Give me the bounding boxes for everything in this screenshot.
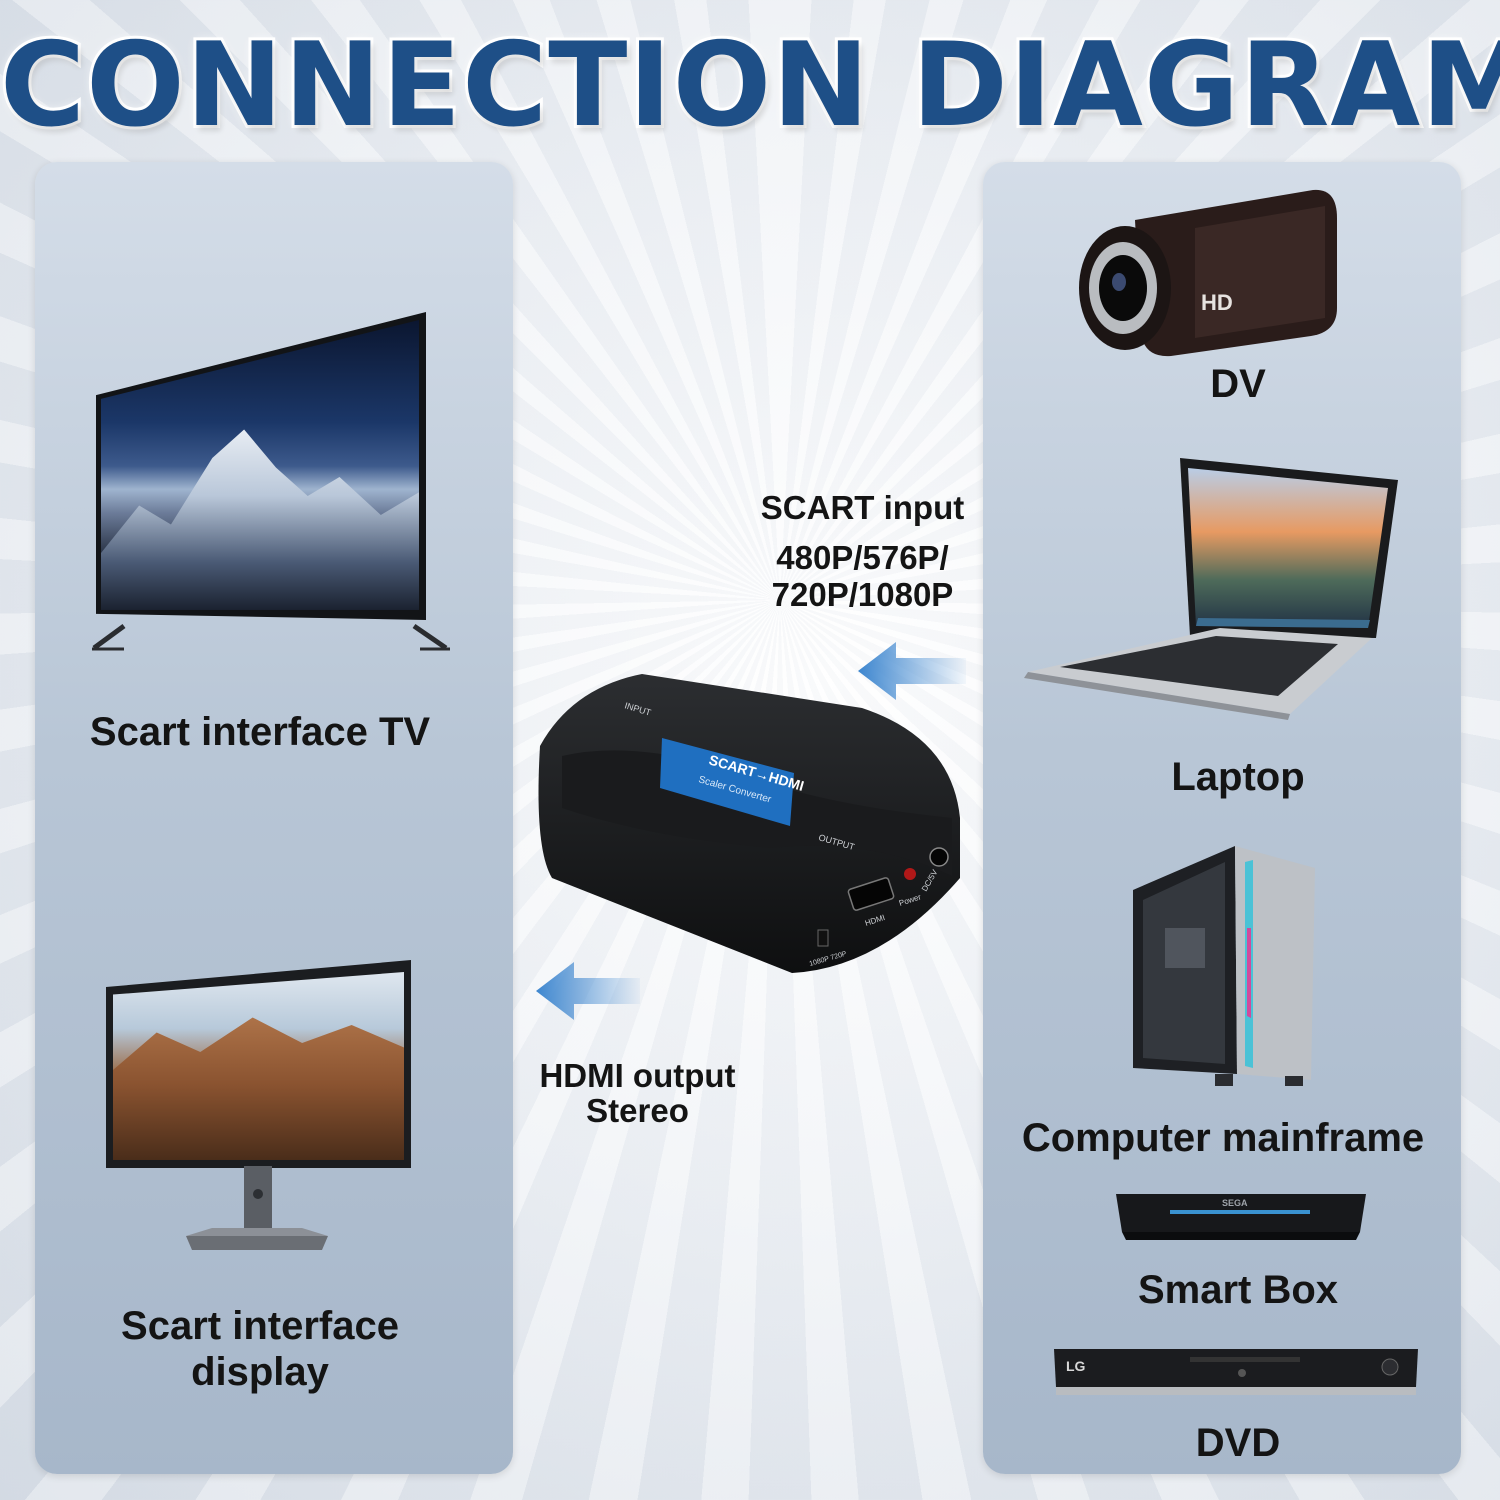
smart-box-brand: SEGA — [1222, 1198, 1248, 1208]
scart-hdmi-converter: SCART→HDMI Scaler Converter INPUT OUTPUT… — [538, 674, 960, 973]
hdmi-output-line1: HDMI output — [539, 1057, 736, 1094]
dc-jack — [929, 847, 949, 867]
dvd-brand: LG — [1066, 1358, 1086, 1374]
display-label-line2: display — [191, 1350, 329, 1394]
tv-stand — [92, 623, 450, 651]
dvd-label: DVD — [1195, 1421, 1281, 1465]
resolution-switch — [817, 929, 829, 947]
dvd-player-icon: LG — [1054, 1349, 1418, 1395]
monitor-hill-image — [113, 1017, 404, 1160]
monitor-stand — [186, 1166, 328, 1250]
camcorder-icon: HD — [1079, 189, 1337, 357]
hdmi-port — [847, 877, 895, 911]
right-panel — [983, 162, 1461, 1474]
laptop-icon — [1024, 458, 1398, 720]
scart-input-title: SCART input — [760, 489, 965, 526]
display-label-line1: Scart interface — [121, 1304, 399, 1348]
tv-label: Scart interface TV — [89, 710, 431, 754]
laptop-label: Laptop — [1171, 755, 1305, 799]
smart-box-label: Smart Box — [1137, 1268, 1339, 1312]
dv-label: DV — [1210, 362, 1266, 406]
scart-input-res-line2: 720P/1080P — [771, 576, 954, 613]
computer-mainframe-label: Computer mainframe — [1021, 1116, 1425, 1160]
camcorder-hd-badge: HD — [1201, 290, 1233, 315]
computer-tower-icon — [1133, 846, 1315, 1086]
smart-box-icon: SEGA — [1116, 1194, 1366, 1240]
input-arrow-icon — [858, 642, 966, 700]
output-arrow-icon — [536, 962, 640, 1020]
power-led — [904, 868, 916, 880]
scart-input-res-line1: 480P/576P/ — [776, 539, 949, 576]
page-title: CONNECTION DIAGRAM — [0, 15, 1500, 156]
hdmi-output-line2: Stereo — [586, 1092, 689, 1129]
